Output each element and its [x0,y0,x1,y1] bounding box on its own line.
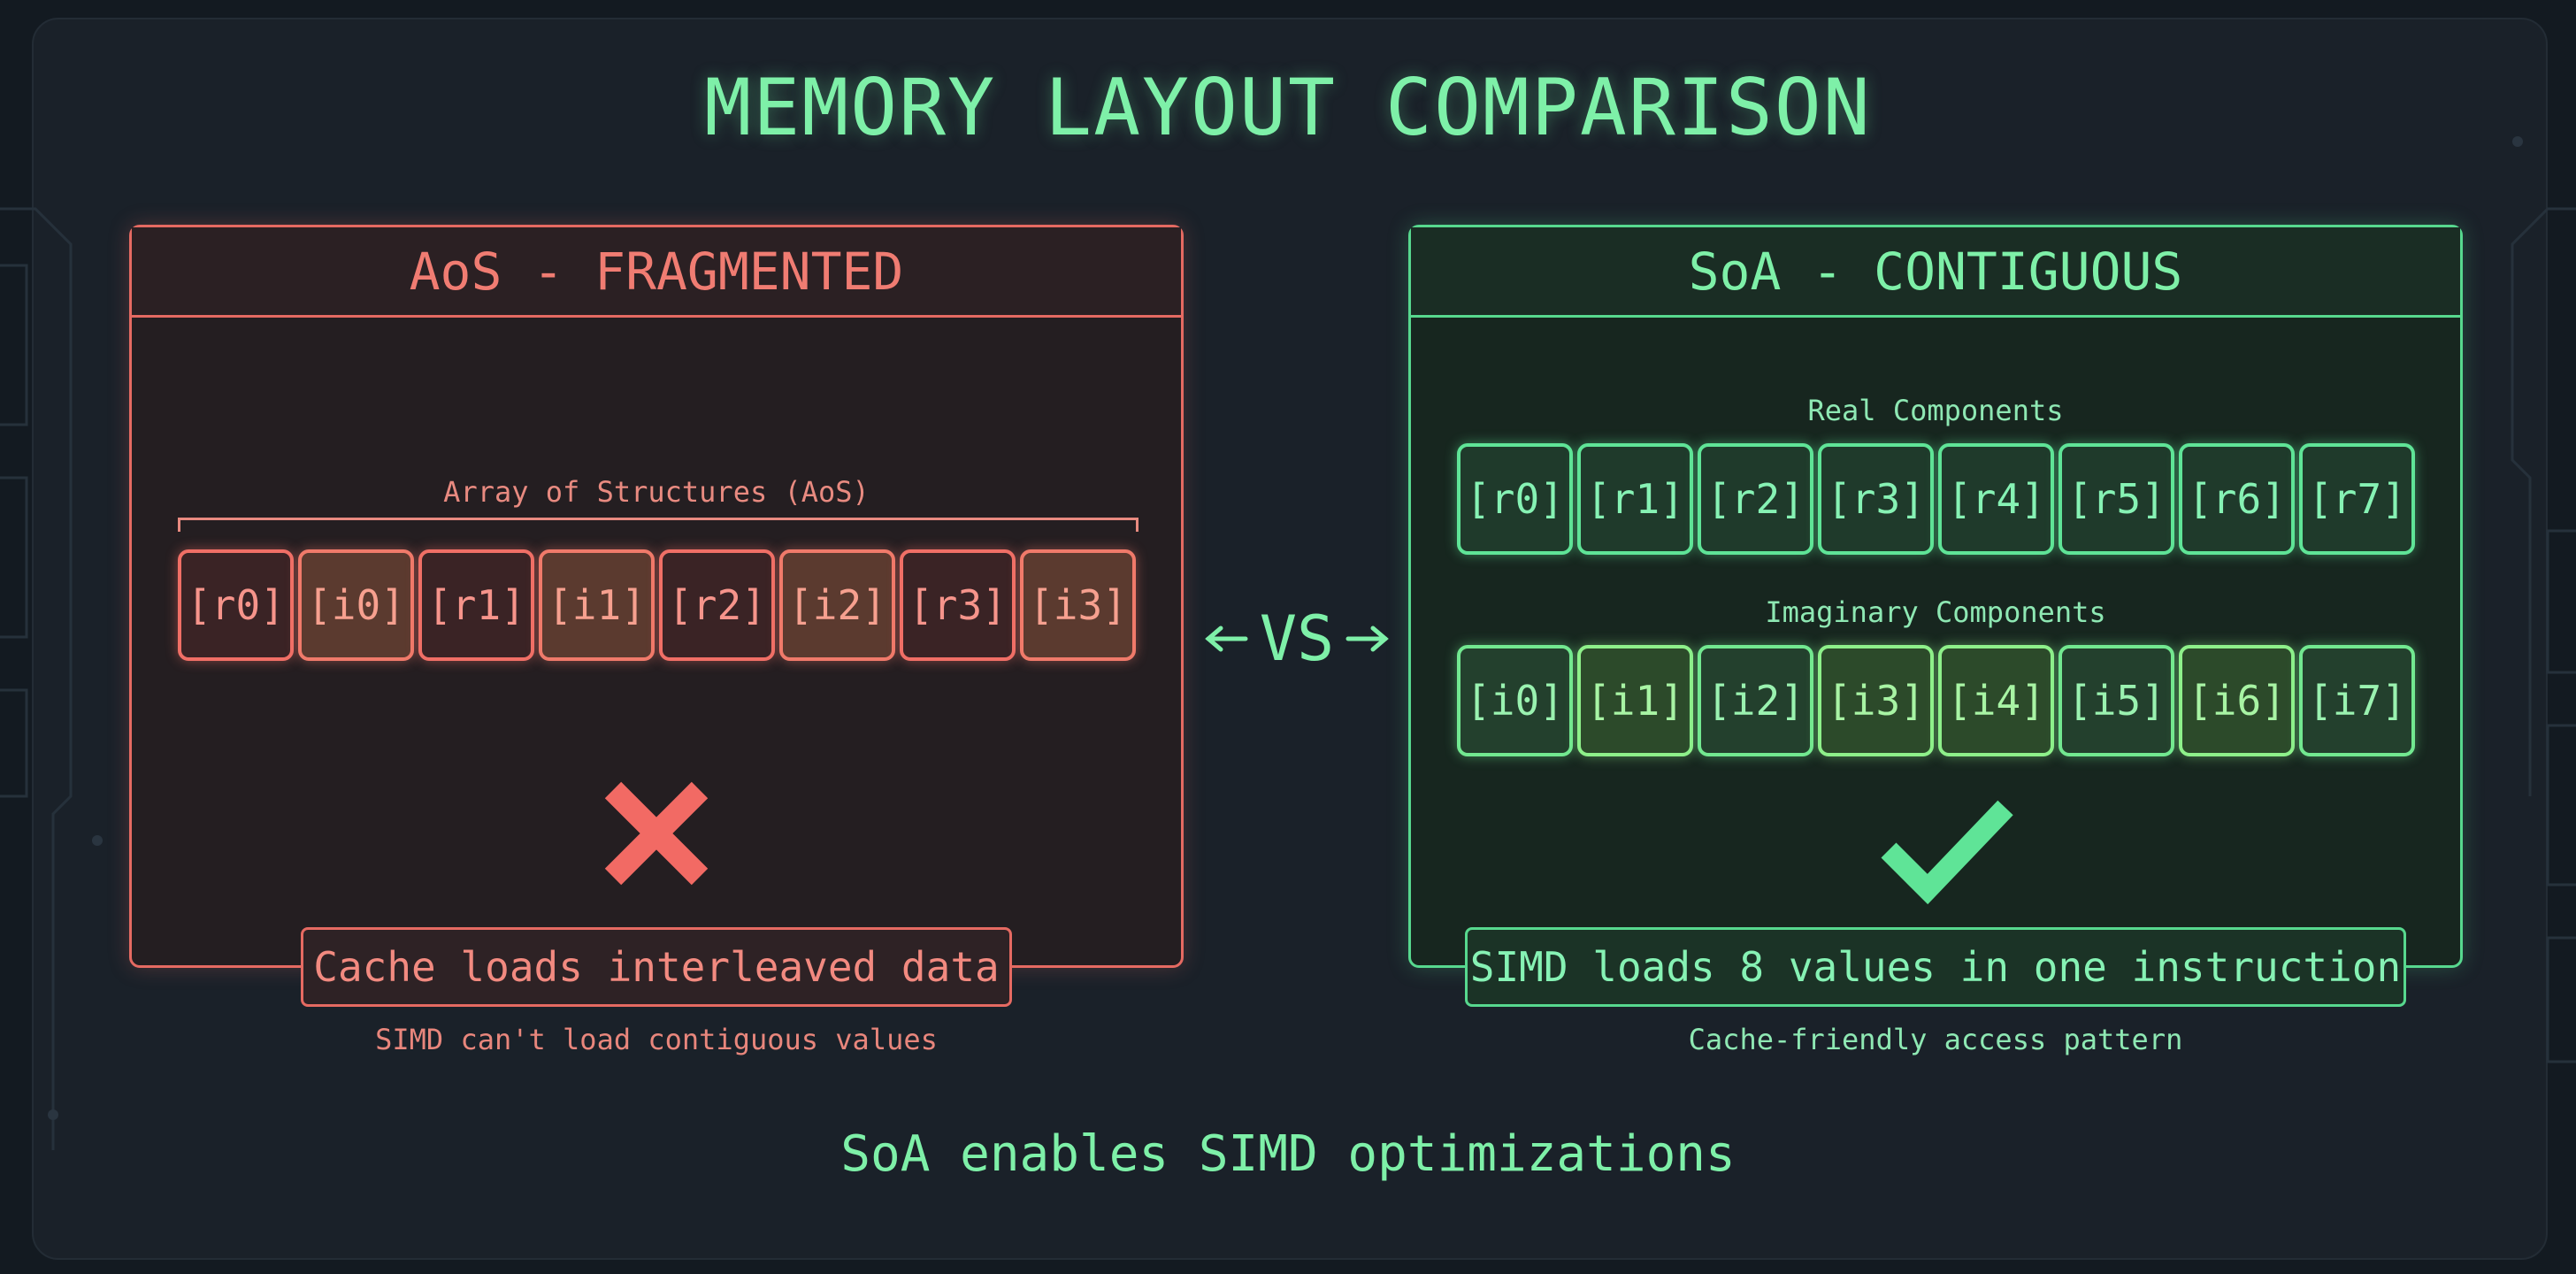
soa-imag-cell: [i2] [1698,645,1813,756]
soa-header: SoA - CONTIGUOUS [1411,227,2460,318]
soa-note: Cache-friendly access pattern [1688,1023,2183,1056]
soa-imag-cell: [i7] [2299,645,2415,756]
vs-indicator: VS [1203,595,1391,683]
aos-panel: AoS - FRAGMENTED Array of Structures (Ao… [129,225,1184,968]
double-arrow-icon [1205,625,1389,652]
aos-bracket [178,518,1138,532]
aos-cell: [i1] [539,549,655,661]
vs-label: VS [1259,602,1335,675]
checkmark-icon [1881,800,2013,905]
aos-caption: Cache loads interleaved data [301,927,1012,1007]
page-title: MEMORY LAYOUT COMPARISON [704,62,1872,153]
soa-real-cell: [r1] [1577,443,1693,555]
soa-imag-cell: [i4] [1938,645,2054,756]
soa-real-cell: [r5] [2058,443,2174,555]
soa-real-cell: [r7] [2299,443,2415,555]
soa-real-row: [r0] [r1] [r2] [r3] [r4] [r5] [r6] [r7] [1457,443,2415,555]
aos-header: AoS - FRAGMENTED [132,227,1181,318]
soa-imag-cell: [i3] [1818,645,1934,756]
soa-caption: SIMD loads 8 values in one instruction [1465,927,2406,1007]
aos-array-label: Array of Structures (AoS) [443,475,870,509]
x-icon [604,781,709,886]
soa-real-cell: [r3] [1818,443,1934,555]
aos-note: SIMD can't load contiguous values [375,1023,938,1056]
footer-text: SoA enables SIMD optimizations [840,1125,1736,1183]
soa-real-cell: [r6] [2179,443,2295,555]
aos-cell: [i0] [298,549,414,661]
soa-real-cell: [r4] [1938,443,2054,555]
soa-imag-label: Imaginary Components [1765,595,2106,629]
soa-real-cell: [r2] [1698,443,1813,555]
aos-cell: [i3] [1020,549,1136,661]
soa-imag-cell: [i6] [2179,645,2295,756]
soa-real-label: Real Components [1807,394,2064,427]
aos-cell: [r1] [418,549,534,661]
aos-cell: [r0] [178,549,294,661]
soa-imag-cell: [i0] [1457,645,1573,756]
soa-real-cell: [r0] [1457,443,1573,555]
aos-cell-row: [r0] [i0] [r1] [i1] [r2] [i2] [r3] [i3] [178,549,1136,661]
aos-cell: [r2] [659,549,775,661]
aos-cell: [i2] [779,549,895,661]
aos-cell: [r3] [900,549,1016,661]
soa-panel: SoA - CONTIGUOUS Real Components [r0] [r… [1408,225,2463,968]
soa-imag-cell: [i5] [2058,645,2174,756]
soa-imag-cell: [i1] [1577,645,1693,756]
soa-imag-row: [i0] [i1] [i2] [i3] [i4] [i5] [i6] [i7] [1457,645,2415,756]
